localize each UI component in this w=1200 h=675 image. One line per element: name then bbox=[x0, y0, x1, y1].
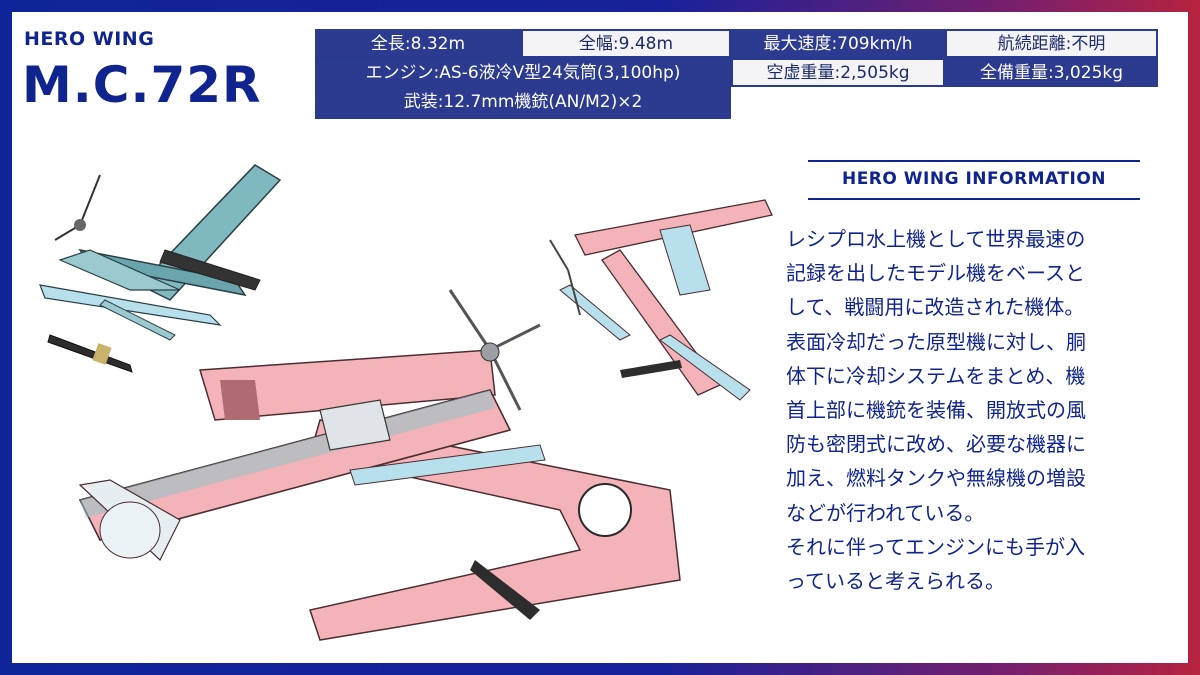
spec-span: 全幅:9.48m bbox=[521, 29, 731, 58]
spec-empty-weight: 空虚重量:2,505kg bbox=[731, 58, 945, 87]
spec-table: 全長:8.32m 全幅:9.48m 最大速度:709km/h 航続距離:不明 エ… bbox=[303, 29, 1158, 119]
seaplane-teal-icon bbox=[39, 164, 282, 341]
seaplane-pink-small-icon bbox=[549, 199, 773, 401]
aircraft-illustration bbox=[39, 164, 773, 641]
page-title: M.C.72R bbox=[22, 56, 262, 114]
spec-max-speed: 最大速度:709km/h bbox=[731, 29, 945, 58]
spec-armament-bg bbox=[315, 87, 731, 119]
spec-range: 航続距離:不明 bbox=[945, 29, 1158, 58]
spec-length: 全長:8.32m bbox=[315, 29, 521, 58]
spec-armament: 武装:12.7mm機銃(AN/M2)×2 bbox=[403, 92, 643, 112]
seaplane-pink-large-icon bbox=[78, 289, 681, 641]
info-heading: HERO WING INFORMATION bbox=[808, 160, 1140, 200]
info-description: レシプロ水上機として世界最速の 記録を出したモデル機をベースと して、戦闘用に改… bbox=[786, 227, 1086, 594]
section-kicker: HERO WING bbox=[24, 28, 155, 50]
spec-engine: エンジン:AS-6液冷V型24気筒(3,100hp) bbox=[315, 58, 731, 87]
spec-gross-weight: 全備重量:3,025kg bbox=[945, 58, 1158, 87]
torpedo-icon bbox=[47, 334, 133, 373]
